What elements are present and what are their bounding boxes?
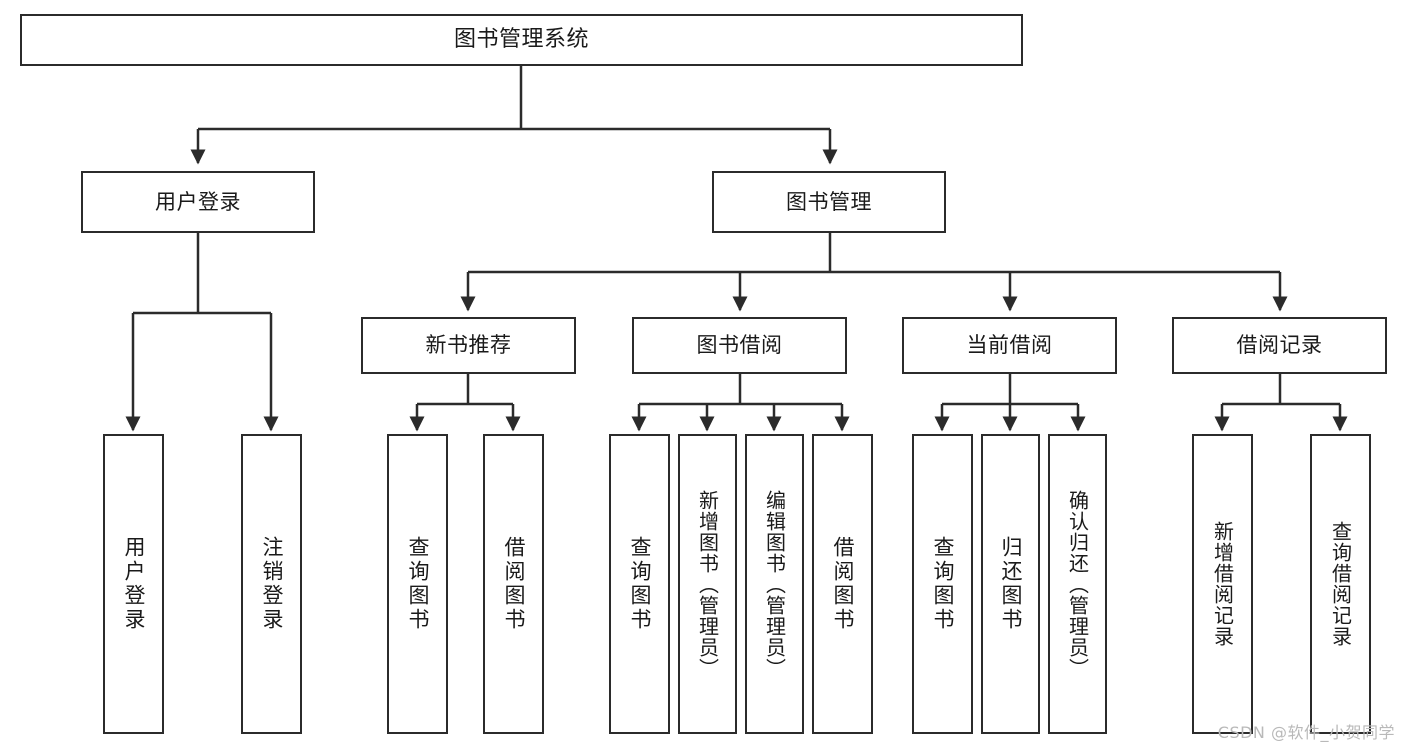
leaf-query-record[interactable]: 查询借阅记录 bbox=[1310, 434, 1371, 734]
leaf-borrow-book-1-label: 借阅图书 bbox=[502, 536, 526, 632]
leaf-user-login[interactable]: 用户登录 bbox=[103, 434, 164, 734]
leaf-return-book-label: 归还图书 bbox=[999, 536, 1023, 632]
node-book-manage-label: 图书管理 bbox=[786, 189, 872, 214]
leaf-confirm-return[interactable]: 确认归还（管理员） bbox=[1048, 434, 1107, 734]
node-book-manage[interactable]: 图书管理 bbox=[712, 171, 946, 233]
node-user-login-label: 用户登录 bbox=[155, 189, 241, 214]
leaf-borrow-book-2[interactable]: 借阅图书 bbox=[812, 434, 873, 734]
node-new-book-rec[interactable]: 新书推荐 bbox=[361, 317, 576, 374]
node-borrow-record-label: 借阅记录 bbox=[1236, 333, 1323, 358]
node-root-label: 图书管理系统 bbox=[453, 27, 589, 53]
leaf-add-record[interactable]: 新增借阅记录 bbox=[1192, 434, 1253, 734]
leaf-query-book-2[interactable]: 查询图书 bbox=[609, 434, 670, 734]
leaf-logout-label: 注销登录 bbox=[260, 536, 284, 632]
leaf-borrow-book-2-label: 借阅图书 bbox=[831, 536, 855, 632]
leaf-query-record-label: 查询借阅记录 bbox=[1328, 521, 1353, 647]
node-current-borrow[interactable]: 当前借阅 bbox=[902, 317, 1117, 374]
leaf-add-book[interactable]: 新增图书（管理员） bbox=[678, 434, 737, 734]
leaf-query-book-1-label: 查询图书 bbox=[406, 536, 430, 632]
leaf-add-record-label: 新增借阅记录 bbox=[1210, 521, 1235, 647]
leaf-add-book-label: 新增图书（管理员） bbox=[695, 489, 720, 679]
leaf-edit-book[interactable]: 编辑图书（管理员） bbox=[745, 434, 804, 734]
leaf-edit-book-label: 编辑图书（管理员） bbox=[762, 489, 787, 679]
leaf-confirm-return-label: 确认归还（管理员） bbox=[1065, 489, 1090, 679]
leaf-user-login-label: 用户登录 bbox=[122, 536, 146, 632]
leaf-return-book[interactable]: 归还图书 bbox=[981, 434, 1040, 734]
leaf-logout[interactable]: 注销登录 bbox=[241, 434, 302, 734]
leaf-borrow-book-1[interactable]: 借阅图书 bbox=[483, 434, 544, 734]
node-current-borrow-label: 当前借阅 bbox=[966, 333, 1053, 358]
node-new-book-rec-label: 新书推荐 bbox=[425, 333, 512, 358]
leaf-query-book-3-label: 查询图书 bbox=[931, 536, 955, 632]
node-user-login[interactable]: 用户登录 bbox=[81, 171, 315, 233]
node-book-borrow[interactable]: 图书借阅 bbox=[632, 317, 847, 374]
leaf-query-book-3[interactable]: 查询图书 bbox=[912, 434, 973, 734]
node-borrow-record[interactable]: 借阅记录 bbox=[1172, 317, 1387, 374]
node-root[interactable]: 图书管理系统 bbox=[20, 14, 1023, 66]
leaf-query-book-1[interactable]: 查询图书 bbox=[387, 434, 448, 734]
node-book-borrow-label: 图书借阅 bbox=[696, 333, 783, 358]
leaf-query-book-2-label: 查询图书 bbox=[628, 536, 652, 632]
